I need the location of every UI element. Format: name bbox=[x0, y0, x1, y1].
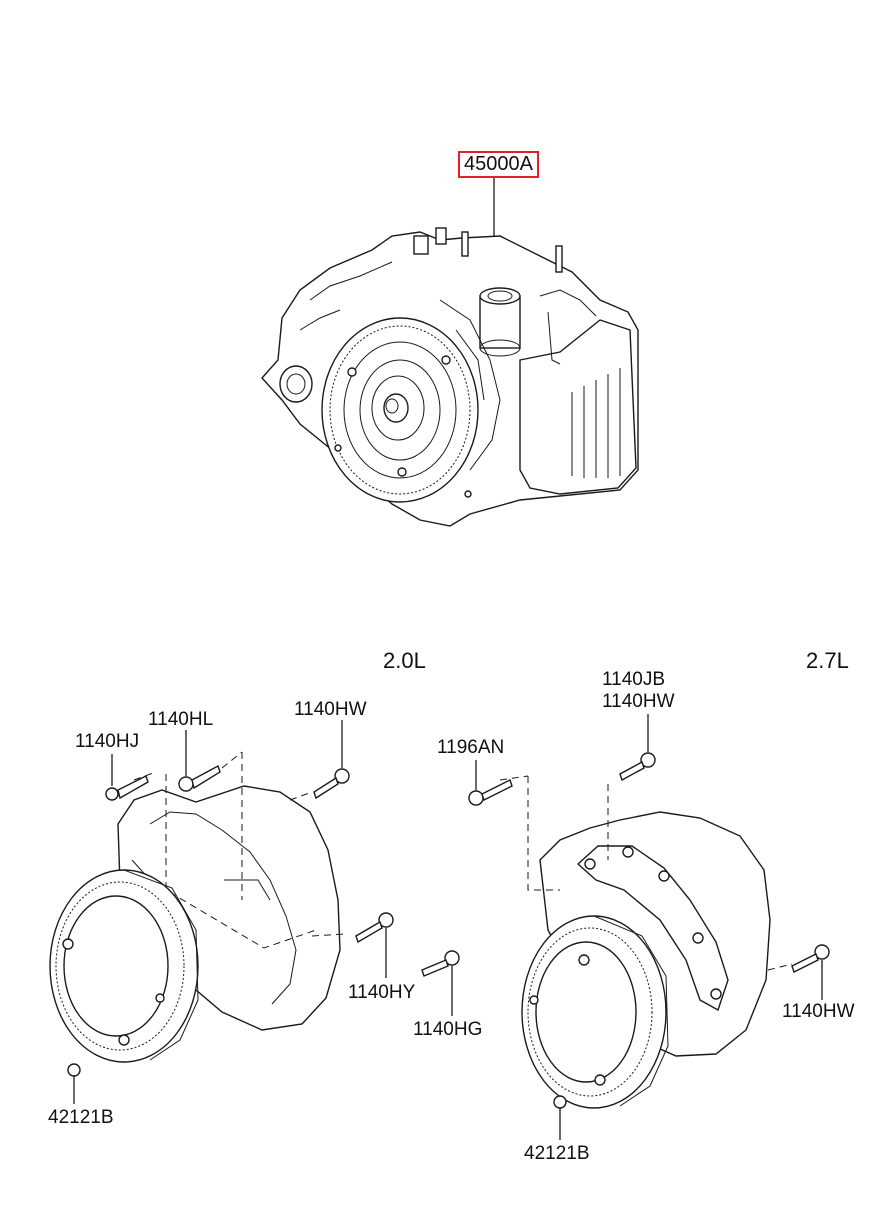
part-label[interactable]: 1196AN bbox=[437, 737, 505, 758]
bolt-icon bbox=[355, 912, 394, 944]
bolt-icon bbox=[421, 950, 460, 977]
part-label[interactable]: 1140HG bbox=[413, 1019, 483, 1040]
bolt-icon bbox=[105, 775, 149, 801]
bolt-icon bbox=[619, 752, 656, 782]
bolt-icon bbox=[553, 1095, 567, 1109]
transaxle-assembly-drawing bbox=[261, 178, 639, 527]
part-label[interactable]: 42121B bbox=[524, 1143, 590, 1164]
part-label[interactable]: 1140HW bbox=[294, 699, 367, 720]
transaxle-2-0l-drawing bbox=[49, 720, 460, 1104]
part-label[interactable]: 1140HW bbox=[602, 691, 675, 712]
bolt-icon bbox=[791, 944, 830, 973]
part-label[interactable]: 1140HJ bbox=[75, 731, 140, 752]
part-label[interactable]: 1140HW bbox=[782, 1001, 855, 1022]
bolt-icon bbox=[468, 779, 513, 806]
part-label[interactable]: 1140HY bbox=[348, 982, 416, 1003]
bolt-icon bbox=[67, 1063, 81, 1077]
part-label[interactable]: 1140JB bbox=[602, 669, 666, 690]
bolt-icon bbox=[178, 764, 221, 792]
transaxle-2-7l-drawing bbox=[468, 714, 830, 1140]
engine-label-2-0l: 2.0L bbox=[383, 648, 426, 673]
part-label[interactable]: 42121B bbox=[48, 1107, 114, 1128]
bolt-icon bbox=[313, 768, 350, 800]
part-label[interactable]: 1140HL bbox=[148, 709, 214, 730]
part-label-main-assembly[interactable]: 45000A bbox=[458, 151, 539, 178]
engine-label-2-7l: 2.7L bbox=[806, 648, 849, 673]
